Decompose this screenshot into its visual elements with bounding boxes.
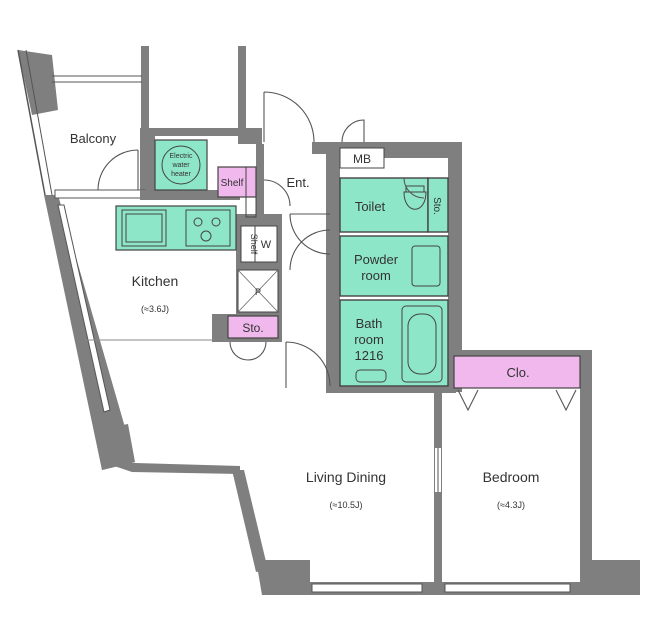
hall-living-wall	[330, 340, 338, 388]
balcony-wall-post-b	[238, 46, 246, 136]
toilet-sto-door	[403, 177, 425, 199]
kitchen-sink	[121, 209, 167, 247]
entrance-pillar	[256, 144, 264, 214]
balcony-wall-top	[18, 50, 58, 115]
closet	[453, 355, 581, 389]
south-window-2	[444, 583, 571, 593]
kitchen-storage-label: Sto.	[242, 321, 263, 335]
shelf-door	[263, 179, 291, 207]
balcony-wall-post-a	[141, 46, 149, 136]
west-window	[57, 204, 111, 413]
kitchen-north-wall	[140, 190, 240, 200]
toilet-storage	[427, 177, 449, 233]
closet-door-2	[555, 389, 577, 412]
washer-space	[254, 225, 278, 263]
balcony-window	[54, 189, 146, 199]
entrance-top-wall-b	[312, 142, 332, 154]
kitchen-hob	[185, 209, 231, 247]
heater-label-3: heater	[171, 171, 192, 178]
bedroom-label: Bedroom	[483, 469, 540, 485]
mb-box	[339, 147, 385, 169]
west-wall-lower	[95, 424, 135, 470]
washer-label: W	[261, 239, 272, 251]
storage-door	[229, 341, 267, 361]
powder-label-1: Powder	[354, 252, 399, 267]
living-label: Living Dining	[306, 469, 386, 485]
balcony-rail	[17, 49, 46, 196]
toilet-label: Toilet	[355, 199, 386, 214]
balcony-wall-post-c	[140, 128, 155, 192]
east-wall-bedroom	[580, 350, 592, 582]
pipe-cross-2	[237, 269, 279, 313]
hall-door-2	[289, 229, 331, 271]
bedroom-top-wall	[448, 350, 592, 358]
mb-door	[341, 119, 365, 143]
bath-label-2: room	[354, 332, 384, 347]
toilet-tank	[405, 185, 425, 193]
powder-basin	[411, 245, 441, 287]
south-west-wall	[102, 462, 240, 474]
south-diagonal-wall	[232, 470, 268, 572]
living-door	[285, 341, 331, 388]
core-bottom-wall	[326, 385, 456, 393]
balcony-top-wall	[140, 128, 240, 136]
toilet-bowl	[403, 191, 427, 210]
heater-label-1: Electric	[170, 153, 193, 160]
south-window-1	[311, 583, 423, 593]
heater-label-2: water	[171, 162, 190, 169]
entrance-label: Ent.	[286, 175, 309, 190]
vertical-shelf-label: Shelf	[249, 234, 259, 255]
hob-burner-2	[211, 217, 221, 227]
hob-burner-3	[200, 230, 212, 242]
bath-label-3: 1216	[355, 348, 384, 363]
water-heater-icon	[161, 145, 201, 185]
bedroom-area: (≈4.3J)	[497, 500, 525, 510]
balcony-rail-inner	[25, 49, 53, 196]
kitchen-area: (≈3.6J)	[141, 304, 169, 314]
closet-label: Clo.	[506, 365, 529, 380]
south-east-corner	[592, 560, 640, 595]
front-door	[263, 91, 315, 143]
kitchen-storage	[227, 315, 279, 339]
bath-stool	[355, 369, 387, 383]
entrance-shelf-label: Shelf	[221, 178, 244, 189]
bath-label-1: Bath	[356, 316, 383, 331]
toilet-storage-label: Sto.	[431, 197, 442, 215]
balcony-label: Balcony	[70, 131, 117, 146]
bathtub-inner	[407, 313, 437, 375]
kitchen-label: Kitchen	[132, 273, 179, 289]
entrance-shelf-inner	[245, 166, 257, 218]
south-corner	[256, 560, 310, 595]
kitchen-sink-basin	[125, 213, 163, 243]
powder-label-2: room	[361, 268, 391, 283]
pipe-label: P	[255, 287, 261, 297]
closet-door-1	[457, 389, 479, 412]
hob-burner-1	[193, 217, 203, 227]
living-area: (≈10.5J)	[330, 500, 363, 510]
balcony-door	[97, 149, 139, 191]
bathtub	[401, 305, 443, 383]
entrance-shelf	[217, 166, 257, 198]
mb-label: MB	[353, 152, 371, 166]
